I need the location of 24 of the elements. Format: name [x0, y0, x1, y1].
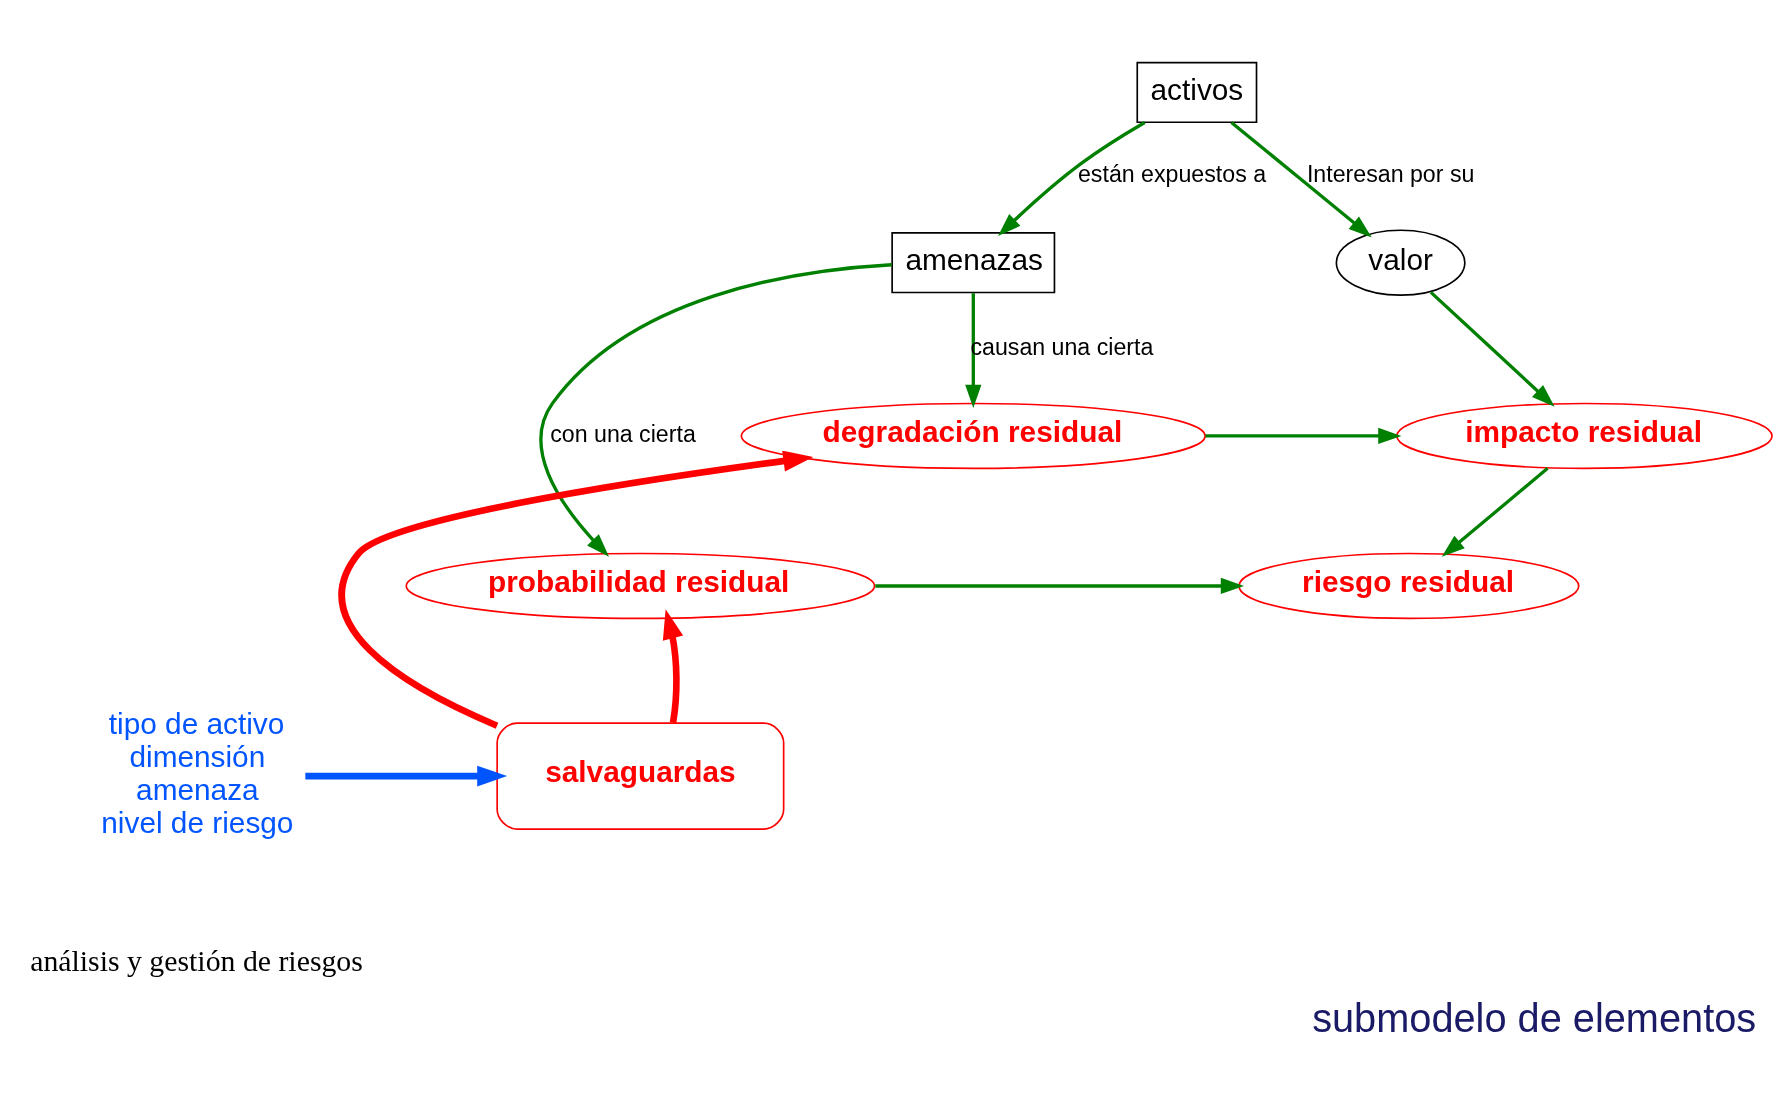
- edge-label: están expuestos a: [1077, 161, 1267, 188]
- arrow: [998, 121, 1146, 236]
- node-box: amenazas: [891, 232, 1056, 294]
- arrow: [1205, 427, 1402, 445]
- node-box: salvaguardas: [496, 722, 785, 830]
- node-ellipse: valor: [1335, 229, 1466, 296]
- arrow: [875, 577, 1244, 595]
- edge-label: con una cierta: [550, 421, 696, 448]
- node-box: activos: [1136, 61, 1258, 124]
- arrow: [662, 609, 684, 724]
- arrow: [539, 263, 892, 557]
- node-text: tipo de activo dimensión amenaza nivel de riesgo: [101, 706, 294, 840]
- arrow: [1230, 121, 1372, 238]
- diagram-title: submodelo de elementos: [1312, 995, 1757, 1040]
- arrow: [1441, 467, 1549, 557]
- arrow: [339, 450, 814, 729]
- node-ellipse: riesgo residual: [1238, 552, 1580, 620]
- arrow: [965, 293, 982, 408]
- label: análisis y gestión de riesgos: [30, 943, 363, 977]
- arrow: [1429, 291, 1555, 407]
- arrow: [305, 765, 508, 787]
- node-ellipse: probabilidad residual: [405, 552, 876, 620]
- node-ellipse: impacto residual: [1396, 402, 1773, 470]
- edge-label: Interesan por su: [1306, 161, 1475, 188]
